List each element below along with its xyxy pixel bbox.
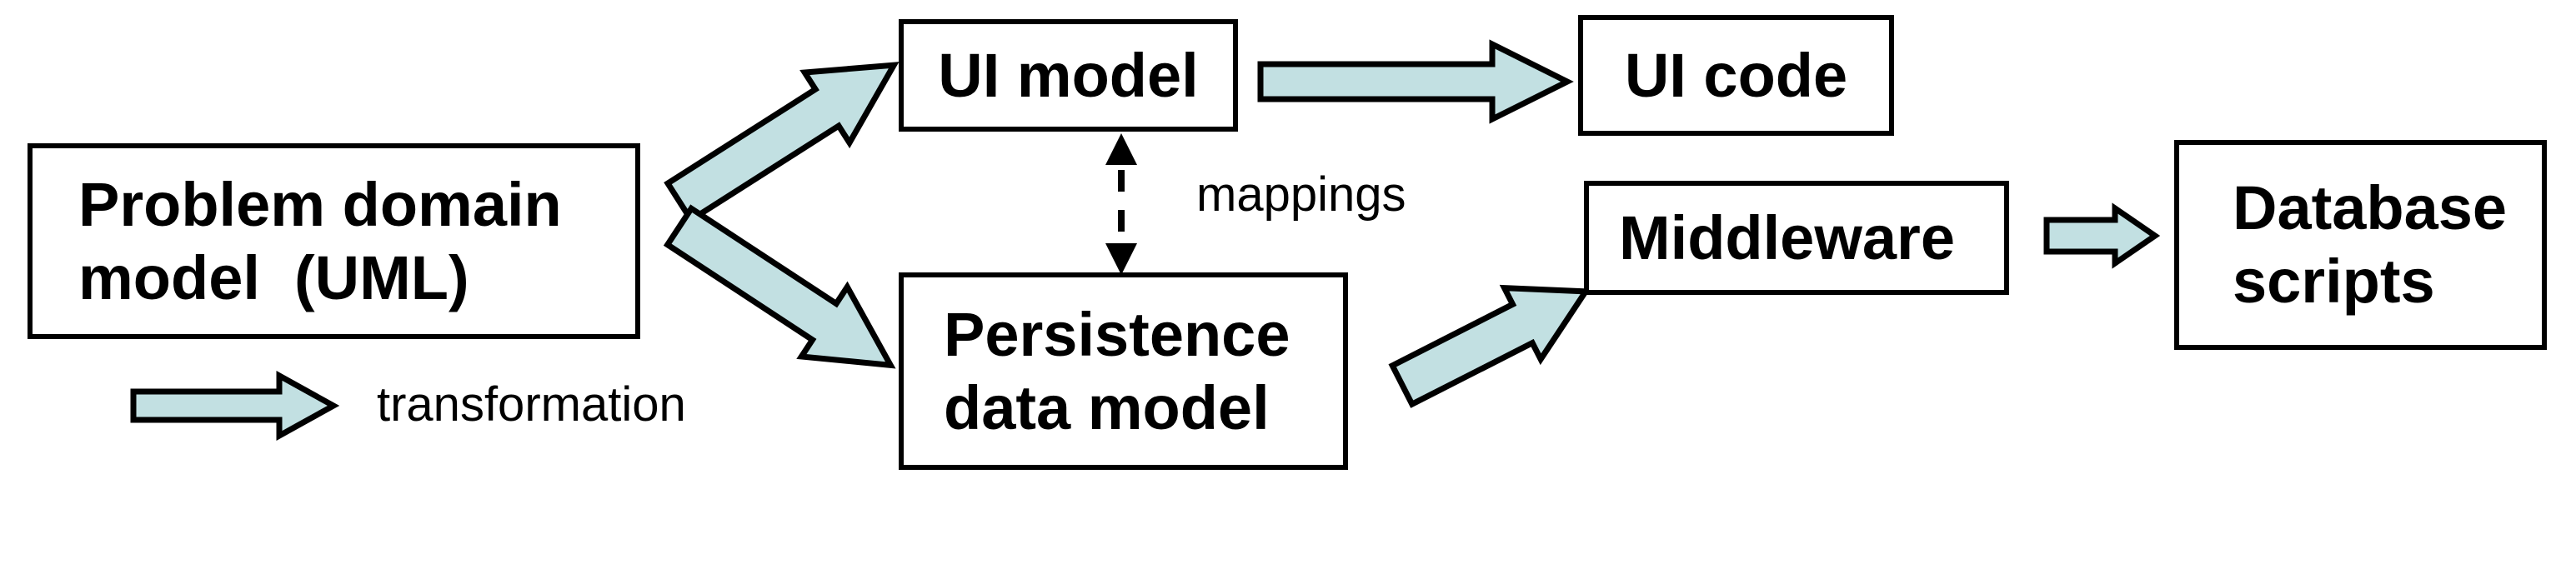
transformation-arrow-ui-model-to-ui-code bbox=[1257, 39, 1574, 124]
legend-transformation-label: transformation bbox=[377, 377, 686, 432]
node-label-line: data model bbox=[944, 372, 1270, 442]
node-ui-code: UI code bbox=[1578, 15, 1894, 136]
node-database-scripts: Database scripts bbox=[2174, 140, 2547, 350]
node-label-line: Database bbox=[2233, 173, 2508, 242]
node-label-line: UI model bbox=[938, 40, 1199, 110]
node-label-line: model (UML) bbox=[78, 242, 469, 312]
legend-transformation-arrow bbox=[130, 371, 340, 441]
mappings-label: mappings bbox=[1196, 167, 1406, 222]
node-problem-domain-model: Problem domain model (UML) bbox=[28, 143, 640, 339]
node-label-line: Persistence bbox=[944, 299, 1291, 369]
transformation-arrow-problem-to-ui-model bbox=[664, 62, 900, 224]
node-label-line: Problem domain bbox=[78, 169, 562, 239]
node-ui-model: UI model bbox=[899, 19, 1238, 132]
node-middleware: Middleware bbox=[1584, 181, 2009, 295]
node-label-line: scripts bbox=[2233, 247, 2435, 316]
mappings-arrow bbox=[1105, 133, 1137, 275]
node-label-line: Middleware bbox=[1619, 202, 1955, 272]
node-persistence-data-model: Persistence data model bbox=[899, 272, 1348, 470]
transformation-arrow-problem-to-persistence bbox=[663, 204, 896, 369]
transformation-arrow-persistence-to-middleware bbox=[1388, 284, 1591, 408]
node-label-line: UI code bbox=[1624, 40, 1848, 110]
transformation-arrow-middleware-to-database bbox=[2043, 202, 2161, 269]
